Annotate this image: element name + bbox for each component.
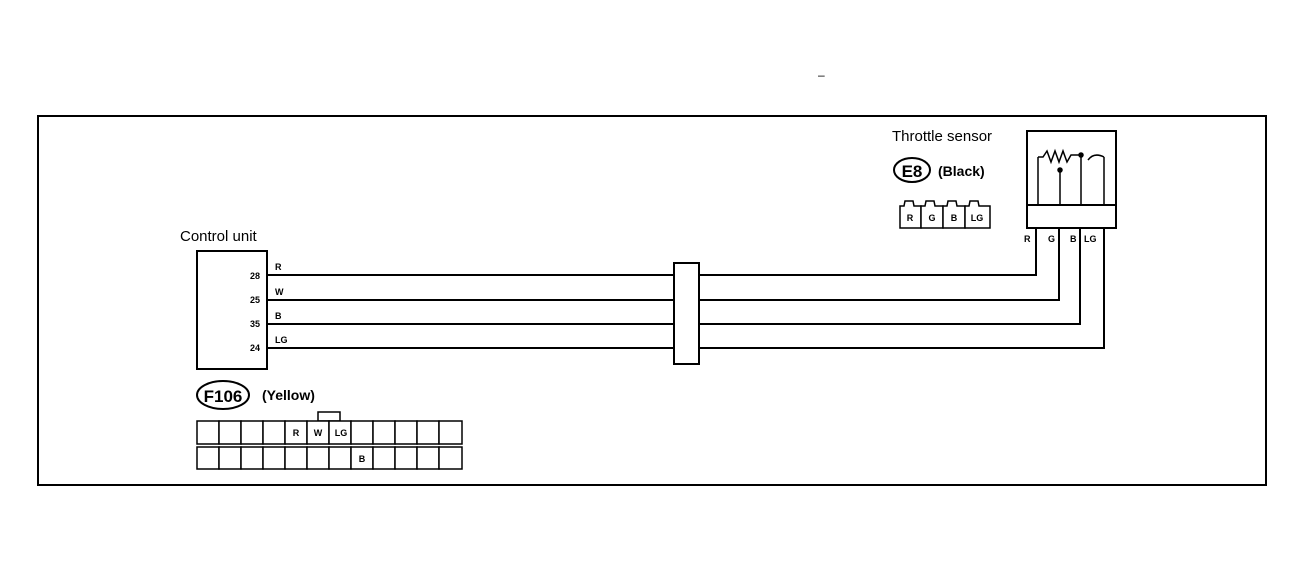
f106-cells — [196, 420, 463, 470]
wire-harness — [267, 228, 1105, 349]
stray-mark: – — [818, 68, 825, 82]
potentiometer-icon — [1037, 148, 1105, 205]
control-unit: Control unit 28 25 35 24 R W B LG — [180, 228, 288, 370]
wire-b-right — [699, 228, 1081, 325]
wire-label-w: W — [275, 287, 284, 297]
connector-id-oval — [893, 157, 931, 183]
pin-number: 28 — [250, 271, 260, 281]
sensor-box — [1026, 130, 1117, 229]
connector-id-oval — [196, 380, 250, 410]
wire-lg-right — [699, 228, 1105, 349]
wire-label-b: B — [275, 311, 282, 321]
pin-number: 24 — [250, 343, 260, 353]
wire-label-lg: LG — [275, 335, 288, 345]
pin-number: 25 — [250, 295, 260, 305]
connector-id: F106 — [204, 387, 243, 406]
pin-number: 35 — [250, 319, 260, 329]
wire-label-r: R — [275, 262, 282, 272]
connector-color: (Yellow) — [262, 387, 315, 403]
sensor-terminal-label: LG — [1084, 234, 1097, 244]
throttle-sensor: Throttle sensor R G B LG E8 (Black) — [892, 128, 1117, 244]
e8-terminal-label: B — [951, 213, 958, 223]
e8-terminal-label: R — [907, 213, 914, 223]
f106-cell-label: W — [314, 428, 323, 438]
sensor-terminal-label: B — [1070, 234, 1077, 244]
connector-f106: F106 (Yellow) R W LG B — [196, 380, 463, 470]
connector-lock-tab — [317, 411, 341, 422]
e8-terminal-label: LG — [971, 213, 984, 223]
control-unit-title: Control unit — [180, 228, 258, 245]
throttle-sensor-title: Throttle sensor — [892, 128, 992, 145]
f106-cell-label: B — [359, 454, 366, 464]
control-unit-box — [196, 250, 268, 370]
connector-id: E8 — [902, 162, 923, 181]
sensor-terminal-label: G — [1048, 234, 1055, 244]
f106-cell-label: R — [293, 428, 300, 438]
f106-cell-label: LG — [335, 428, 348, 438]
e8-terminal-label: G — [928, 213, 935, 223]
wire-r-right — [699, 228, 1037, 276]
sensor-terminal-label: R — [1024, 234, 1031, 244]
e8-connector — [899, 200, 991, 229]
joint-connector — [673, 262, 700, 365]
diagram-frame — [37, 115, 1267, 486]
wire-g-right — [699, 228, 1060, 301]
connector-color: (Black) — [938, 163, 985, 179]
